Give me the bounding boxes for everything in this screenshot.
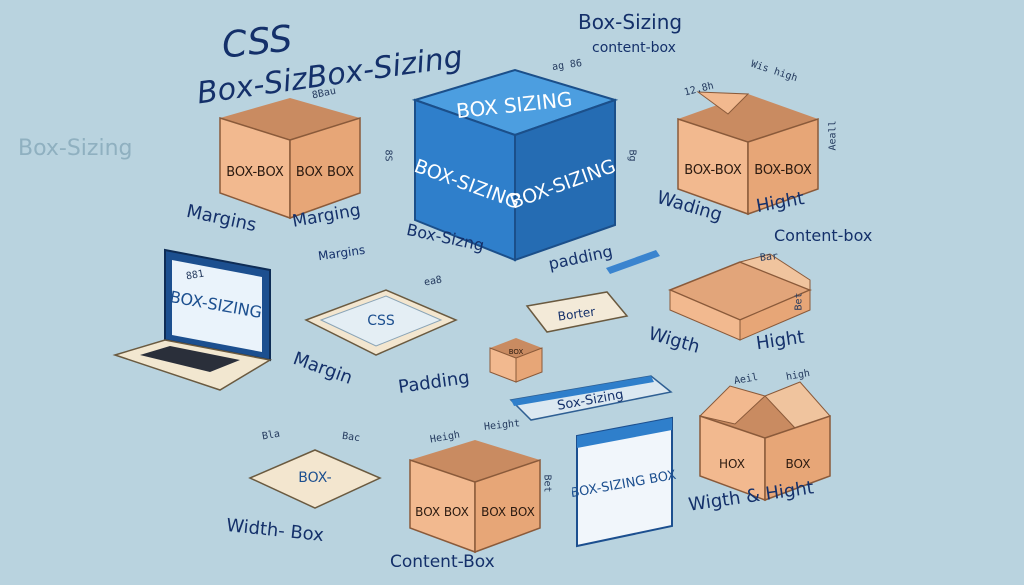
bottom-flat-panel: BOX- [248,449,382,509]
sizing-bar: Sox-Sizing [509,375,673,421]
bottom-right-box-right-text: BOX [786,457,811,471]
title-css: CSS [220,18,295,67]
label-margins-3: Margins [317,242,366,264]
header-content-box: content-box [592,40,676,56]
dim-4: Bg [626,149,638,162]
top-right-box: BOX-BOX BOX-BOX [677,91,819,216]
bottom-center-box-right-text: BOX BOX [481,505,535,519]
dim-7: Aeall [827,120,839,151]
top-left-box: BOX-BOX BOX BOX [219,98,361,220]
laptop-illustration: BOX-SIZING [112,248,273,391]
dim-14: Bet [541,474,553,493]
label-content-box-2: Content-Box [390,552,495,572]
label-content-box-1: Content-box [774,226,873,245]
label-padding-1: Padding [396,367,471,398]
dim-16: Bac [341,430,361,445]
bottom-right-box: HOX BOX [699,381,831,502]
flat-panel-css: CSS [304,289,458,356]
top-right-box-right-text: BOX-BOX [754,163,812,178]
dim-6: Wis high [749,58,799,85]
small-box: BOX [489,338,543,383]
bottom-flat-panel-text: BOX- [298,470,331,486]
bottom-center-box-left-text: BOX BOX [415,505,469,519]
top-left-box-right-text: BOX BOX [296,165,354,180]
faded-box-sizing: Box-Sizing [18,136,133,161]
header-box-sizing: Box-Sizing [578,10,683,34]
browser-window: BOX-SIZING BOX [572,416,677,548]
top-left-box-left-text: BOX-BOX [226,165,284,180]
dim-10: Bar [759,251,779,264]
top-right-box-left-text: BOX-BOX [684,163,742,178]
bottom-center-box: BOX BOX BOX BOX [409,440,541,554]
open-tray-box [668,253,812,341]
dim-11: Bet [793,292,805,311]
blue-stripe [606,250,660,274]
center-cube: BOX SIZING BOX-SIZING BOX-SIZING [411,68,619,262]
bottom-right-box-left-text: HOX [719,457,745,471]
border-card-text: Borter [557,304,596,323]
flat-panel-text: CSS [367,313,395,329]
dim-3: 8S [382,149,394,162]
border-card: Borter [525,291,629,333]
small-box-text: BOX [509,348,524,356]
